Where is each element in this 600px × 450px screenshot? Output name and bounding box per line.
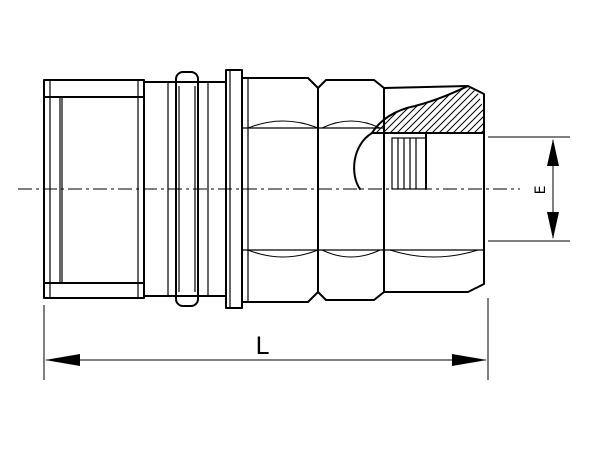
arrow-e-top bbox=[547, 139, 559, 166]
arrow-e-bottom bbox=[547, 212, 559, 239]
section-hatch-line bbox=[445, 86, 484, 134]
section-cutaway bbox=[353, 80, 576, 190]
section-hatch-line bbox=[452, 86, 484, 134]
section-hatch-line bbox=[466, 86, 484, 134]
dimension-e-label: E bbox=[533, 186, 549, 195]
section-hatch-line bbox=[372, 86, 381, 134]
arrow-l-left bbox=[45, 354, 80, 366]
male-threaded-body bbox=[43, 79, 145, 299]
section-hatch-line bbox=[480, 86, 484, 134]
section-hatch-line bbox=[417, 86, 479, 134]
section-hatch-line bbox=[488, 80, 548, 140]
section-hatch-line bbox=[516, 80, 576, 140]
section-hatch-line bbox=[509, 80, 569, 140]
section-hatch-line bbox=[495, 80, 555, 140]
female-threaded-end bbox=[383, 85, 485, 293]
dimension-l: L bbox=[43, 298, 489, 380]
dimension-e: E bbox=[488, 136, 570, 242]
sleeve-section bbox=[143, 71, 227, 307]
dimension-l-label: L bbox=[255, 332, 269, 360]
section-hatch-line bbox=[502, 80, 562, 140]
hex-body-1 bbox=[241, 77, 319, 303]
section-hatch-line bbox=[438, 86, 484, 134]
arrow-l-right bbox=[452, 354, 487, 366]
section-hatch-line bbox=[459, 86, 484, 134]
hex-body-2 bbox=[317, 79, 385, 301]
